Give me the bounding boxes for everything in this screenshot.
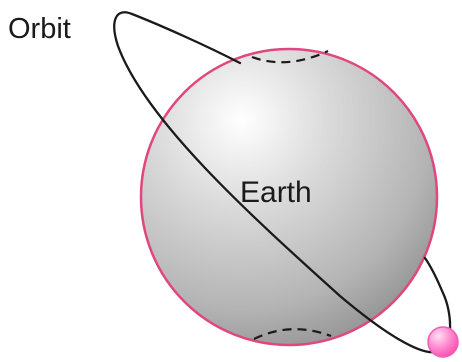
earth-label: Earth <box>240 176 312 209</box>
orbit-label: Orbit <box>8 13 71 45</box>
satellite-icon <box>428 327 458 357</box>
